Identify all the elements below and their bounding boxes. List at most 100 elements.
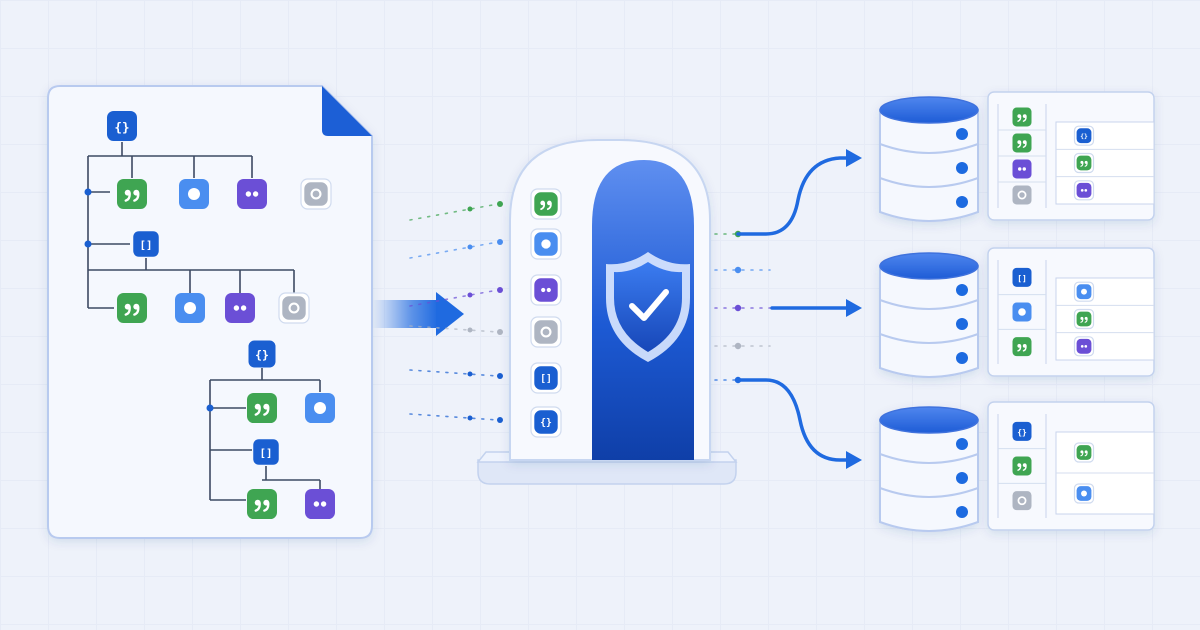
array-glyph: [] [260, 447, 273, 460]
quote-icon [540, 200, 552, 211]
array-chip: [] [1012, 267, 1032, 287]
number-chip [305, 393, 335, 423]
object-glyph: {} [1080, 133, 1088, 140]
null-chip [278, 292, 310, 324]
stream-in-array [409, 369, 503, 379]
boolean-chip [225, 293, 255, 323]
stream-in-number [409, 239, 503, 259]
quote-icon [1017, 463, 1027, 471]
output-table-3: {} [987, 401, 1155, 531]
object-glyph: {} [540, 418, 552, 429]
database-icon [879, 252, 979, 378]
quote-icon [124, 189, 140, 202]
string-chip [1012, 107, 1032, 127]
number-chip [530, 228, 562, 260]
null-chip [300, 178, 332, 210]
ring-icon [1017, 190, 1027, 200]
database-icon [879, 96, 979, 222]
two-dots-icon [233, 305, 247, 311]
array-glyph: [] [540, 374, 552, 385]
array-chip: [] [253, 439, 279, 465]
ring-icon [540, 326, 552, 338]
stream-in-object [409, 413, 503, 423]
quote-icon [254, 403, 270, 416]
array-glyph: [] [1017, 274, 1027, 283]
object-glyph: {} [114, 120, 129, 135]
boolean-chip [530, 274, 562, 306]
boolean-chip [1073, 336, 1095, 357]
number-chip [175, 293, 205, 323]
string-chip [1073, 442, 1095, 463]
number-chip [1073, 483, 1095, 504]
two-dots-icon [1018, 167, 1026, 171]
database-icon [879, 406, 979, 532]
stream-in-null [409, 325, 503, 335]
quote-icon [1080, 450, 1088, 457]
null-chip [530, 316, 562, 348]
boolean-chip [1012, 159, 1032, 179]
stream-in-boolean [409, 287, 503, 307]
string-chip [1012, 337, 1032, 357]
number-chip [1073, 281, 1095, 302]
circle-dot-icon [541, 239, 551, 249]
output-table-2: [] [987, 247, 1155, 377]
document-tree-connectors [84, 142, 321, 501]
ring-icon [288, 302, 300, 314]
string-chip [117, 293, 147, 323]
stream-in-string [409, 201, 503, 221]
output-store-2: [] [879, 247, 1155, 378]
object-chip: {} [1012, 421, 1032, 441]
output-arrows [736, 149, 862, 469]
two-dots-icon [313, 501, 327, 507]
gate-base [477, 459, 737, 485]
circle-dot-icon [1081, 490, 1087, 497]
string-chip [117, 179, 147, 209]
circle-dot-icon [1081, 288, 1087, 295]
object-chip: {} [1073, 125, 1095, 146]
document-fold [322, 86, 372, 136]
array-chip: [] [530, 362, 562, 394]
two-dots-icon [541, 287, 551, 293]
string-chip [247, 393, 277, 423]
null-chip [1012, 491, 1032, 511]
ring-icon [1017, 496, 1027, 506]
input-arrow [372, 292, 464, 336]
outgoing-data-streams [705, 230, 771, 384]
array-glyph: [] [140, 239, 153, 252]
circle-dot-icon [314, 402, 326, 414]
null-chip [1012, 185, 1032, 205]
object-chip: {} [248, 340, 276, 368]
quote-icon [1080, 160, 1088, 167]
two-dots-icon [1080, 344, 1088, 348]
circle-dot-icon [184, 302, 196, 314]
output-store-3: {} [879, 401, 1155, 532]
two-dots-icon [1080, 188, 1088, 192]
circle-dot-icon [188, 188, 200, 200]
two-dots-icon [245, 191, 259, 197]
stream-out-2 [705, 304, 771, 312]
boolean-chip [305, 489, 335, 519]
document-tree-nodes: {} [] {} [] [107, 111, 335, 519]
object-chip: {} [107, 111, 137, 141]
string-chip [1073, 152, 1095, 174]
quote-icon [254, 499, 270, 512]
circle-dot-icon [1018, 308, 1026, 316]
quote-icon [1080, 316, 1088, 323]
ring-icon [310, 188, 322, 200]
incoming-data-streams [409, 201, 503, 423]
object-glyph: {} [255, 348, 269, 362]
string-chip [1012, 456, 1032, 476]
number-chip [1012, 302, 1032, 322]
number-chip [179, 179, 209, 209]
object-chip: {} [530, 406, 562, 438]
quote-icon [1017, 114, 1027, 122]
object-glyph: {} [1017, 428, 1027, 437]
arrow-to-store-1 [736, 149, 862, 236]
string-chip [247, 489, 277, 519]
array-chip: [] [133, 231, 159, 257]
arrow-to-store-3 [736, 378, 862, 469]
arrow-to-store-2 [770, 299, 862, 317]
boolean-chip [1073, 180, 1095, 201]
validator-gate [476, 139, 738, 485]
